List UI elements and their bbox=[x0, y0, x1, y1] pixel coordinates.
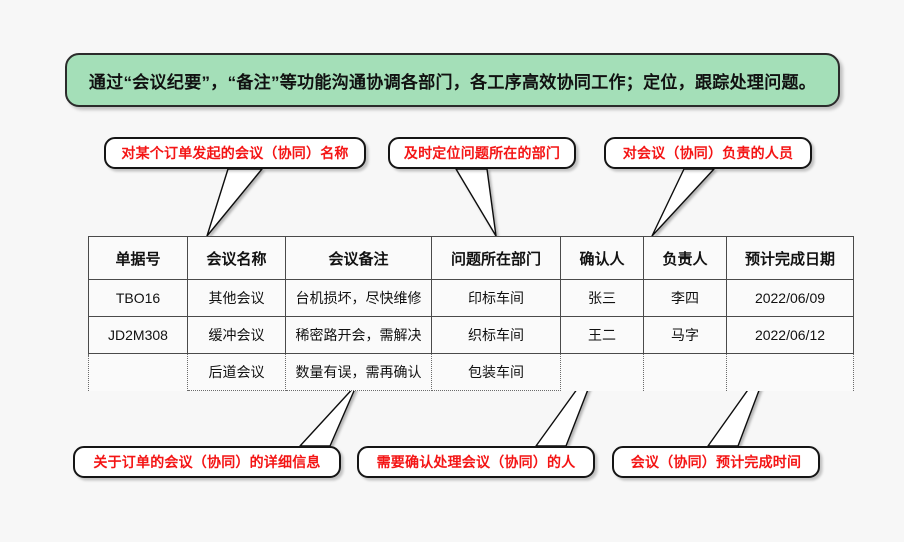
table-row-placeholder[interactable]: 后道会议 数量有误，需再确认 包装车间 bbox=[88, 353, 854, 391]
callout-order-meeting-detail-text: 关于订单的会议（协同）的详细信息 bbox=[93, 454, 321, 470]
callout-owner-person[interactable]: 对会议（协同）负责的人员 bbox=[604, 137, 812, 169]
callout-confirm-person[interactable]: 需要确认处理会议（协同）的人 bbox=[357, 446, 595, 478]
table-row[interactable]: JD2M308 缓冲会议 稀密路开会，需解决 织标车间 王二 马字 2022/0… bbox=[88, 316, 854, 354]
table-row[interactable]: TBO16 其他会议 台机损坏，尽快维修 印标车间 张三 李四 2022/06/… bbox=[88, 279, 854, 317]
column-header-expected-date[interactable]: 预计完成日期 bbox=[726, 236, 854, 280]
column-header-meeting-name[interactable]: 会议名称 bbox=[187, 236, 286, 280]
column-header-owner[interactable]: 负责人 bbox=[643, 236, 727, 280]
leader-meeting-name bbox=[206, 168, 263, 237]
cell-meeting-name: 缓冲会议 bbox=[187, 316, 286, 354]
cell-meeting-remark: 台机损坏，尽快维修 bbox=[285, 279, 432, 317]
cell-owner bbox=[643, 353, 727, 391]
callout-order-meeting-detail[interactable]: 关于订单的会议（协同）的详细信息 bbox=[73, 446, 341, 478]
callout-meeting-name-text: 对某个订单发起的会议（协同）名称 bbox=[121, 145, 349, 161]
column-header-order-no[interactable]: 单据号 bbox=[88, 236, 188, 280]
leader-problem-department bbox=[455, 168, 497, 237]
callout-problem-department[interactable]: 及时定位问题所在的部门 bbox=[388, 137, 576, 169]
cell-order-no: TBO16 bbox=[88, 279, 188, 317]
cell-confirm-person bbox=[560, 353, 644, 391]
cell-expected-date bbox=[726, 353, 854, 391]
cell-owner: 李四 bbox=[643, 279, 727, 317]
cell-owner: 马字 bbox=[643, 316, 727, 354]
cell-confirm-person: 张三 bbox=[560, 279, 644, 317]
callout-expected-finish-time-text: 会议（协同）预计完成时间 bbox=[630, 454, 802, 470]
cell-meeting-name: 后道会议 bbox=[187, 353, 286, 391]
cell-expected-date: 2022/06/12 bbox=[726, 316, 854, 354]
table-header-row: 单据号 会议名称 会议备注 问题所在部门 确认人 负责人 预计完成日期 bbox=[88, 236, 854, 280]
summary-banner-text: 通过“会议纪要”，“备注”等功能沟通协调各部门，各工序高效协同工作；定位，跟踪处… bbox=[88, 72, 817, 92]
cell-meeting-remark: 数量有误，需再确认 bbox=[285, 353, 432, 391]
callout-meeting-name[interactable]: 对某个订单发起的会议（协同）名称 bbox=[104, 137, 366, 169]
cell-meeting-remark: 稀密路开会，需解决 bbox=[285, 316, 432, 354]
summary-banner: 通过“会议纪要”，“备注”等功能沟通协调各部门，各工序高效协同工作；定位，跟踪处… bbox=[65, 53, 840, 107]
cell-meeting-name: 其他会议 bbox=[187, 279, 286, 317]
leader-owner-person bbox=[651, 168, 715, 237]
callout-expected-finish-time[interactable]: 会议（协同）预计完成时间 bbox=[612, 446, 820, 478]
cell-expected-date: 2022/06/09 bbox=[726, 279, 854, 317]
column-header-confirm-person[interactable]: 确认人 bbox=[560, 236, 644, 280]
cell-problem-department: 包装车间 bbox=[431, 353, 561, 391]
callout-problem-department-text: 及时定位问题所在的部门 bbox=[403, 145, 561, 161]
callout-confirm-person-text: 需要确认处理会议（协同）的人 bbox=[376, 454, 576, 470]
cell-confirm-person: 王二 bbox=[560, 316, 644, 354]
column-header-problem-department[interactable]: 问题所在部门 bbox=[431, 236, 561, 280]
column-header-meeting-remark[interactable]: 会议备注 bbox=[285, 236, 432, 280]
cell-order-no bbox=[88, 353, 188, 391]
meeting-table: 单据号 会议名称 会议备注 问题所在部门 确认人 负责人 预计完成日期 TBO1… bbox=[88, 236, 854, 391]
callout-owner-person-text: 对会议（协同）负责的人员 bbox=[622, 145, 794, 161]
leader-order-meeting-detail bbox=[299, 383, 358, 447]
meeting-table-wrapper: 单据号 会议名称 会议备注 问题所在部门 确认人 负责人 预计完成日期 TBO1… bbox=[88, 236, 854, 391]
cell-problem-department: 印标车间 bbox=[431, 279, 561, 317]
cell-problem-department: 织标车间 bbox=[431, 316, 561, 354]
cell-order-no: JD2M308 bbox=[88, 316, 188, 354]
